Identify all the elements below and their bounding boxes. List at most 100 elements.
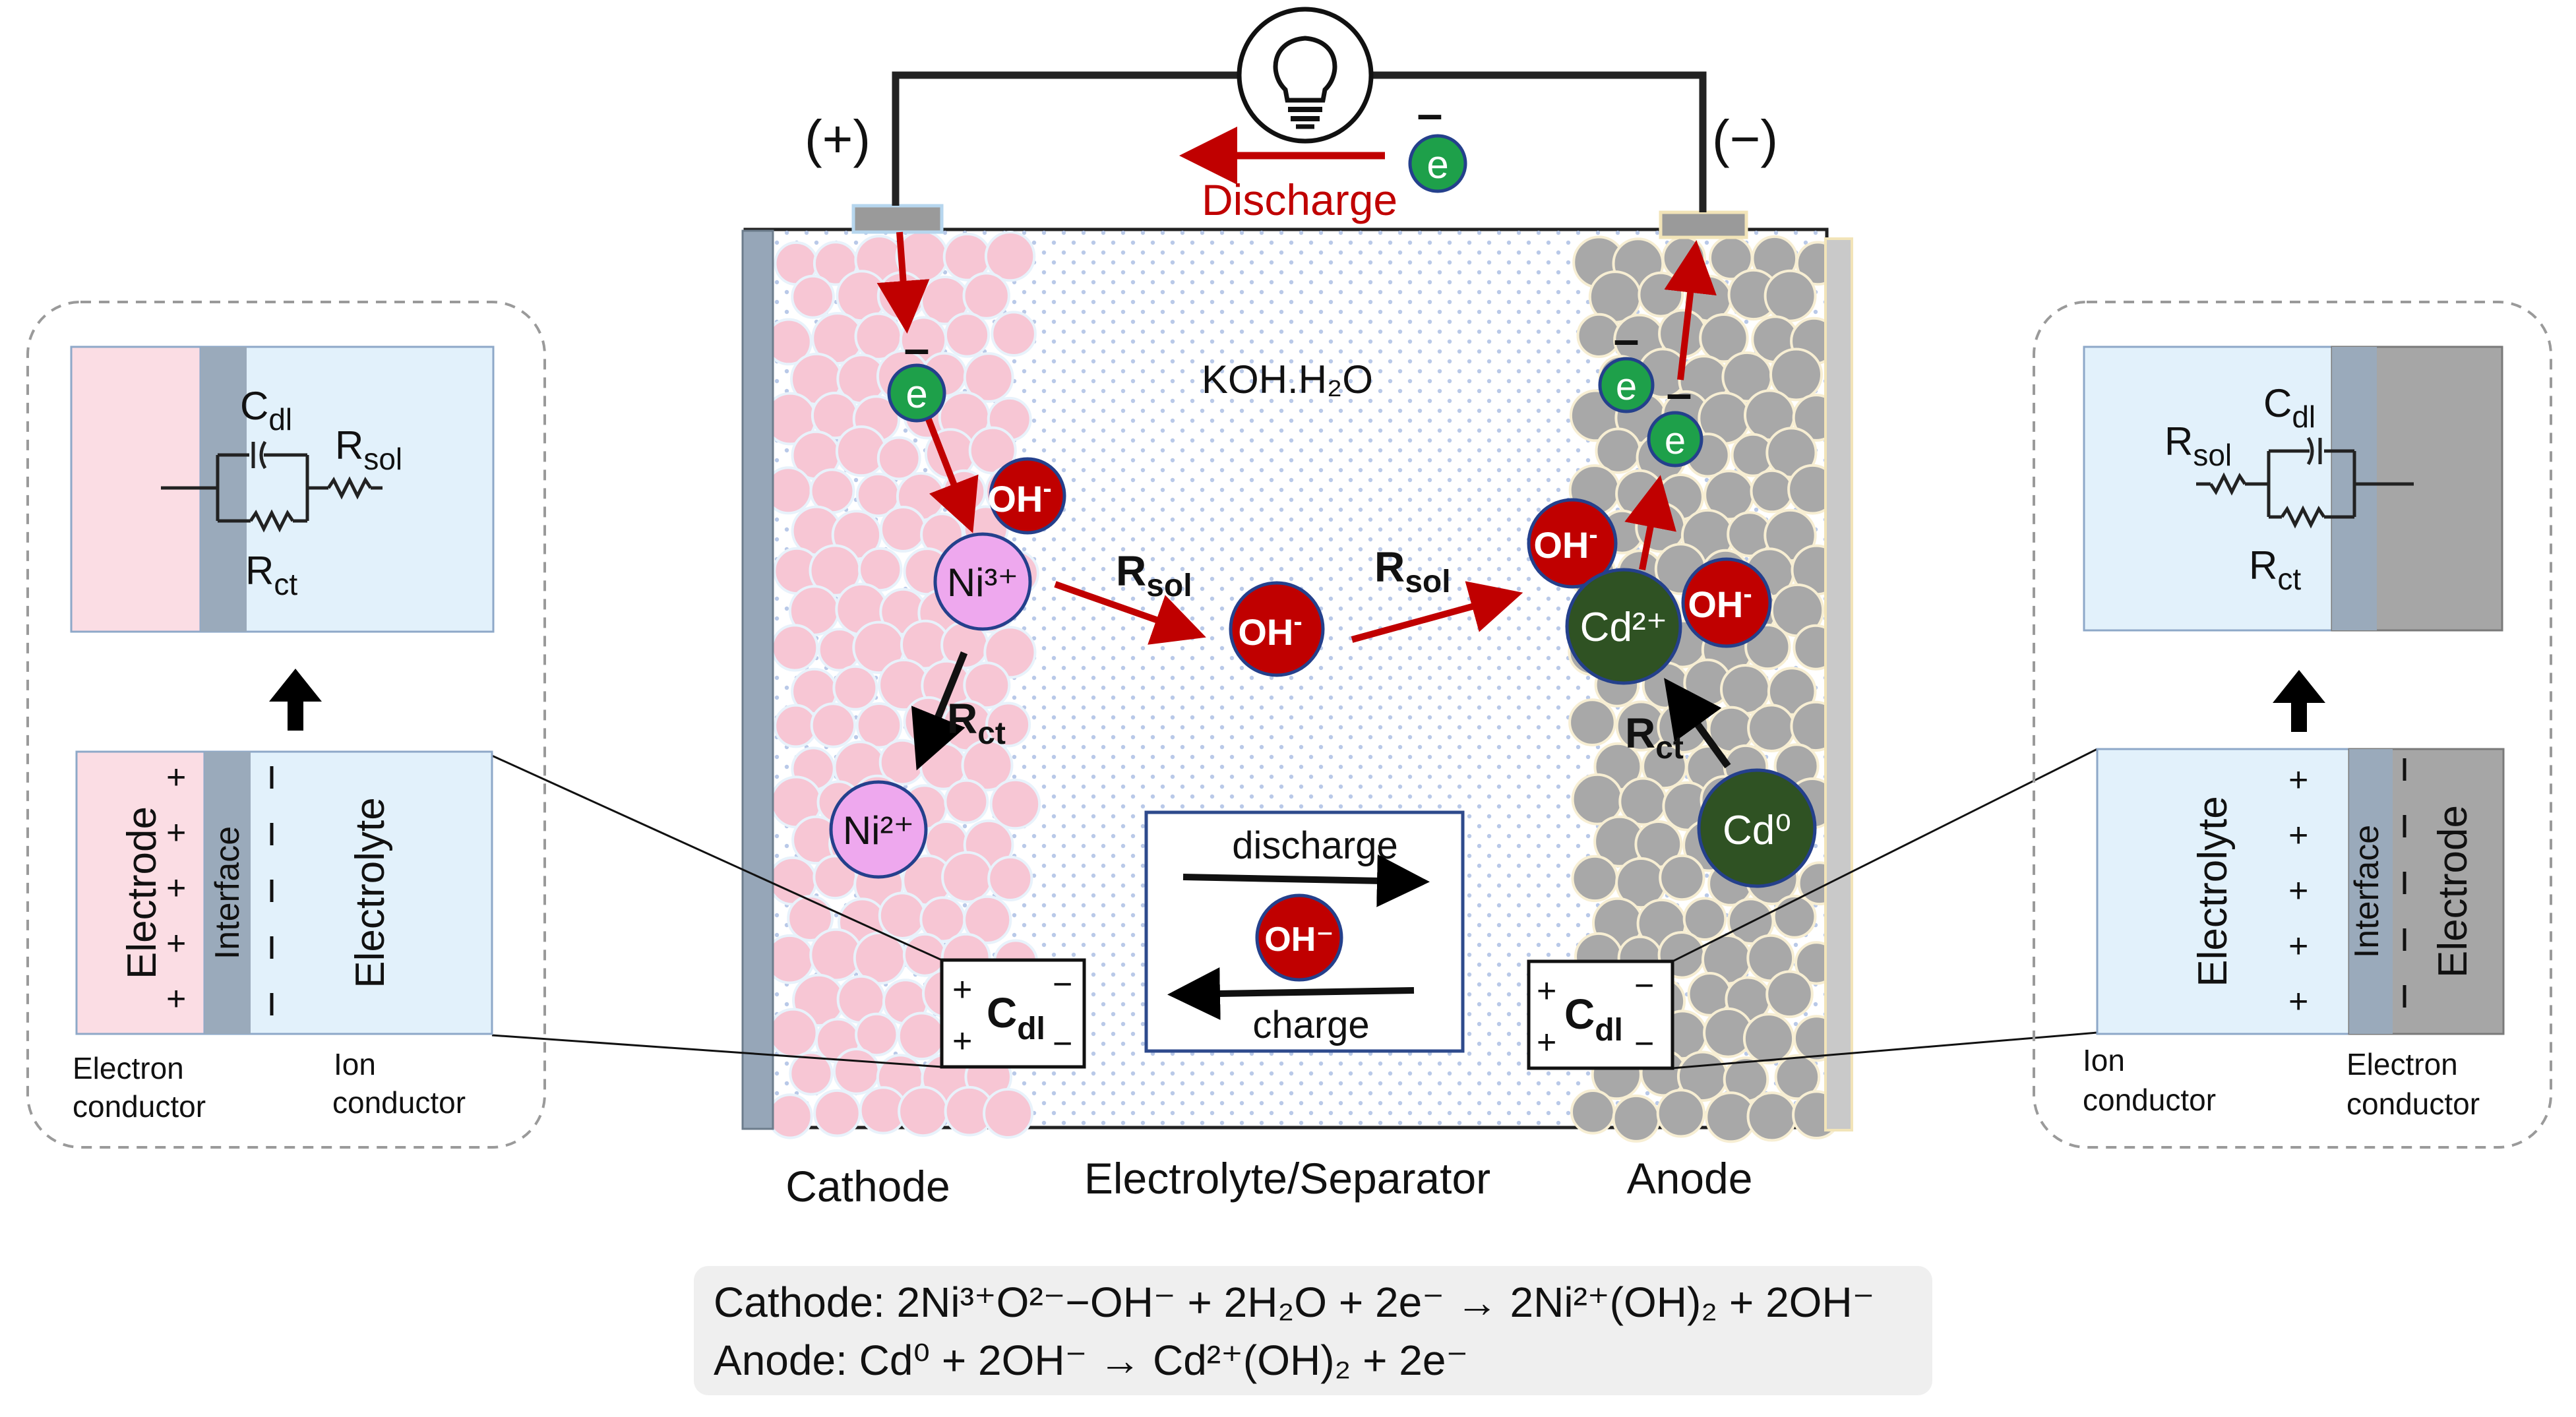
right-equivalent-circuit — [2196, 437, 2414, 529]
svg-text:Cd⁰: Cd⁰ — [1723, 808, 1791, 853]
hydroxide-ion-anode-upper: OH- — [1527, 498, 1618, 589]
svg-text:Cd²⁺: Cd²⁺ — [1580, 605, 1668, 650]
svg-text:OH-: OH- — [1688, 580, 1752, 625]
electrode-particle — [767, 1093, 813, 1139]
electron-anode-lower: – e — [1647, 367, 1703, 467]
positive-terminal-label: (+) — [805, 109, 871, 168]
electrode-particle — [1638, 271, 1684, 318]
svg-text:+: + — [1537, 972, 1556, 1010]
svg-text:+: + — [952, 971, 972, 1009]
svg-text:+: + — [2288, 816, 2308, 855]
electrode-particle — [985, 702, 1031, 748]
electrode-particle — [1746, 1091, 1797, 1142]
svg-text:+: + — [166, 814, 186, 852]
svg-text:−: − — [1634, 967, 1654, 1005]
svg-text:Electrolyte: Electrolyte — [2190, 796, 2236, 986]
cd2-ion: Cd²⁺ — [1565, 568, 1682, 685]
svg-text:Interface: Interface — [2348, 825, 2386, 958]
anode-label: Anode — [1627, 1154, 1753, 1203]
electrode-particle — [1699, 313, 1749, 363]
svg-text:+: + — [2288, 761, 2308, 799]
svg-text:discharge: discharge — [1232, 824, 1397, 867]
cd0-atom: Cd⁰ — [1697, 768, 1817, 888]
cdl-box-cathode: + + Cdl − − — [940, 958, 1086, 1069]
ni3-ion: Ni³⁺ — [933, 532, 1032, 631]
electrode-particle — [902, 932, 947, 977]
anode-current-collector — [1824, 237, 1853, 1131]
discharge-charge-legend: discharge OH⁻ charge — [1144, 810, 1465, 1053]
electrode-particle — [1765, 970, 1814, 1019]
cathode-terminal — [851, 204, 944, 234]
electrode-particle — [1570, 1089, 1616, 1135]
electrode-particle — [944, 779, 989, 824]
svg-text:Cdl: Cdl — [987, 989, 1045, 1046]
svg-text:OH⁻: OH⁻ — [1264, 920, 1334, 959]
svg-text:Rsol: Rsol — [1116, 547, 1192, 603]
electrode-particle — [879, 506, 927, 553]
negative-terminal-label: (−) — [1712, 109, 1778, 168]
svg-text:+: + — [952, 1022, 972, 1060]
electrode-particle — [1772, 894, 1817, 939]
svg-text:e: e — [1426, 142, 1448, 187]
svg-text:Rct: Rct — [1625, 709, 1684, 766]
cdl-box-anode: + + Cdl − − — [1527, 959, 1674, 1070]
anode-particles — [1567, 235, 1843, 1143]
electrode-particle — [984, 231, 1036, 282]
electrolyte-formula: KOH.H₂O — [1202, 357, 1373, 402]
electrode-particle — [991, 311, 1037, 357]
up-arrow-icon — [2273, 670, 2325, 732]
anode-terminal — [1659, 210, 1748, 239]
electrode-particle — [1742, 1013, 1795, 1065]
electrode-particle — [787, 895, 834, 942]
svg-text:+: + — [2288, 927, 2308, 965]
hydroxide-ion-cathode: OH- — [987, 457, 1066, 535]
svg-text:Electron: Electron — [2346, 1047, 2458, 1081]
svg-text:+: + — [166, 869, 186, 907]
electrode-particle — [1659, 854, 1705, 901]
svg-text:Ion: Ion — [2083, 1043, 2125, 1077]
electrode-particle — [1571, 855, 1618, 903]
electron-external: – e — [1408, 88, 1467, 193]
svg-text:charge: charge — [1252, 1004, 1369, 1046]
electrode-particle — [855, 702, 903, 749]
svg-text:Rsol: Rsol — [335, 423, 402, 476]
svg-text:–: – — [1417, 88, 1443, 139]
electrode-particle — [768, 1008, 818, 1058]
svg-text:+: + — [2288, 982, 2308, 1021]
cathode-current-collector — [741, 229, 774, 1130]
electrode-particle — [1767, 667, 1817, 716]
electrode-particle — [1750, 469, 1794, 514]
electrode-particle — [1661, 235, 1706, 280]
svg-text:Electrode: Electrode — [119, 806, 165, 979]
svg-text:Cdl: Cdl — [2263, 381, 2315, 434]
svg-text:e: e — [905, 372, 927, 416]
electrode-particle — [1682, 897, 1727, 941]
cathode-label: Cathode — [785, 1162, 950, 1211]
ni2-ion: Ni²⁺ — [829, 780, 928, 879]
svg-text:−: − — [1634, 1025, 1654, 1063]
light-bulb-icon — [1237, 7, 1374, 144]
svg-text:+: + — [166, 924, 186, 963]
svg-text:−: − — [1053, 1025, 1072, 1063]
inset-connector-lines — [491, 748, 2098, 1070]
svg-text:Ni³⁺: Ni³⁺ — [947, 560, 1018, 605]
electrode-particle — [774, 704, 818, 748]
electrode-particle — [1747, 704, 1796, 752]
right-interface-inset: Cdl Rsol Rct + + + + + Electrolyte Inter… — [2033, 301, 2552, 1149]
svg-text:Rct: Rct — [947, 695, 1006, 751]
electrode-particle — [1774, 1054, 1821, 1100]
svg-text:OH-: OH- — [1533, 520, 1597, 566]
svg-text:OH-: OH- — [1238, 607, 1302, 653]
electrode-particle — [770, 624, 819, 672]
svg-text:Ni²⁺: Ni²⁺ — [843, 808, 914, 853]
svg-text:e: e — [1665, 419, 1686, 462]
electrode-particle — [832, 665, 878, 711]
svg-text:+: + — [2288, 872, 2308, 910]
svg-text:Rct: Rct — [245, 549, 297, 601]
circuit-wire — [892, 71, 1240, 206]
discharge-flow-label: Discharge — [1202, 175, 1397, 224]
external-circuit: (+) (−) Discharge — [805, 7, 1778, 224]
r-ct-label-anode: Rct — [1625, 709, 1684, 766]
hydroxide-ion-anode-lower: OH- — [1681, 557, 1772, 648]
